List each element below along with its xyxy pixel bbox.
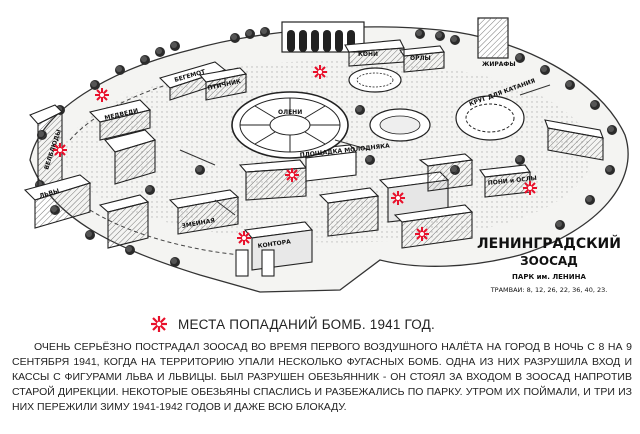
label-kontora: КОНТОРА bbox=[257, 238, 291, 250]
bomb-hit-icon bbox=[312, 64, 328, 80]
zoo-map: БЕГЕМОТ МЕДВЕДИ ВЕЛБЛЮДЫ ЛЬВЫ ОЛЕНИ ОРЛЫ… bbox=[23, 17, 629, 294]
horse-ring bbox=[348, 67, 402, 93]
ride-ring bbox=[455, 95, 525, 141]
label-olen: ОЛЕНИ bbox=[278, 109, 302, 116]
map-subtitle: ЗООСАД bbox=[520, 254, 578, 268]
bomb-hit-icon bbox=[522, 180, 538, 196]
bomb-hit-icon bbox=[390, 190, 406, 206]
bomb-hit-icon bbox=[52, 142, 68, 158]
map-trams: ТРАМВАИ: 8, 12, 26, 22, 36, 40, 23. bbox=[490, 286, 608, 294]
map-title-block: ЛЕНИНГРАДСКИЙ ЗООСАД ПАРК им. ЛЕНИНА ТРА… bbox=[477, 235, 621, 294]
description-text: ОЧЕНЬ СЕРЬЁЗНО ПОСТРАДАЛ ЗООСАД ВО ВРЕМЯ… bbox=[12, 341, 632, 413]
giraffe-house bbox=[477, 17, 509, 59]
legend: МЕСТА ПОПАДАНИЙ БОМБ. 1941 ГОД. bbox=[150, 314, 435, 334]
buildings bbox=[23, 39, 604, 277]
label-kony: КОНИ bbox=[358, 51, 378, 58]
label-zhirafy: ЖИРАФЫ bbox=[482, 61, 516, 68]
bomb-hit-icon bbox=[94, 87, 110, 103]
map-park: ПАРК им. ЛЕНИНА bbox=[512, 273, 586, 281]
walking-paths bbox=[179, 84, 551, 216]
bomb-hit-icon bbox=[151, 316, 167, 332]
label-orly: ОРЛЫ bbox=[410, 55, 431, 62]
legend-label: МЕСТА ПОПАДАНИЙ БОМБ. 1941 ГОД. bbox=[178, 316, 435, 332]
map-title: ЛЕНИНГРАДСКИЙ bbox=[477, 235, 621, 252]
bird-pond bbox=[369, 108, 431, 142]
bomb-hit-icon bbox=[414, 226, 430, 242]
round-enclosure bbox=[231, 91, 349, 159]
bomb-hit-icon bbox=[236, 230, 252, 246]
bomb-hit-icon bbox=[284, 167, 300, 183]
